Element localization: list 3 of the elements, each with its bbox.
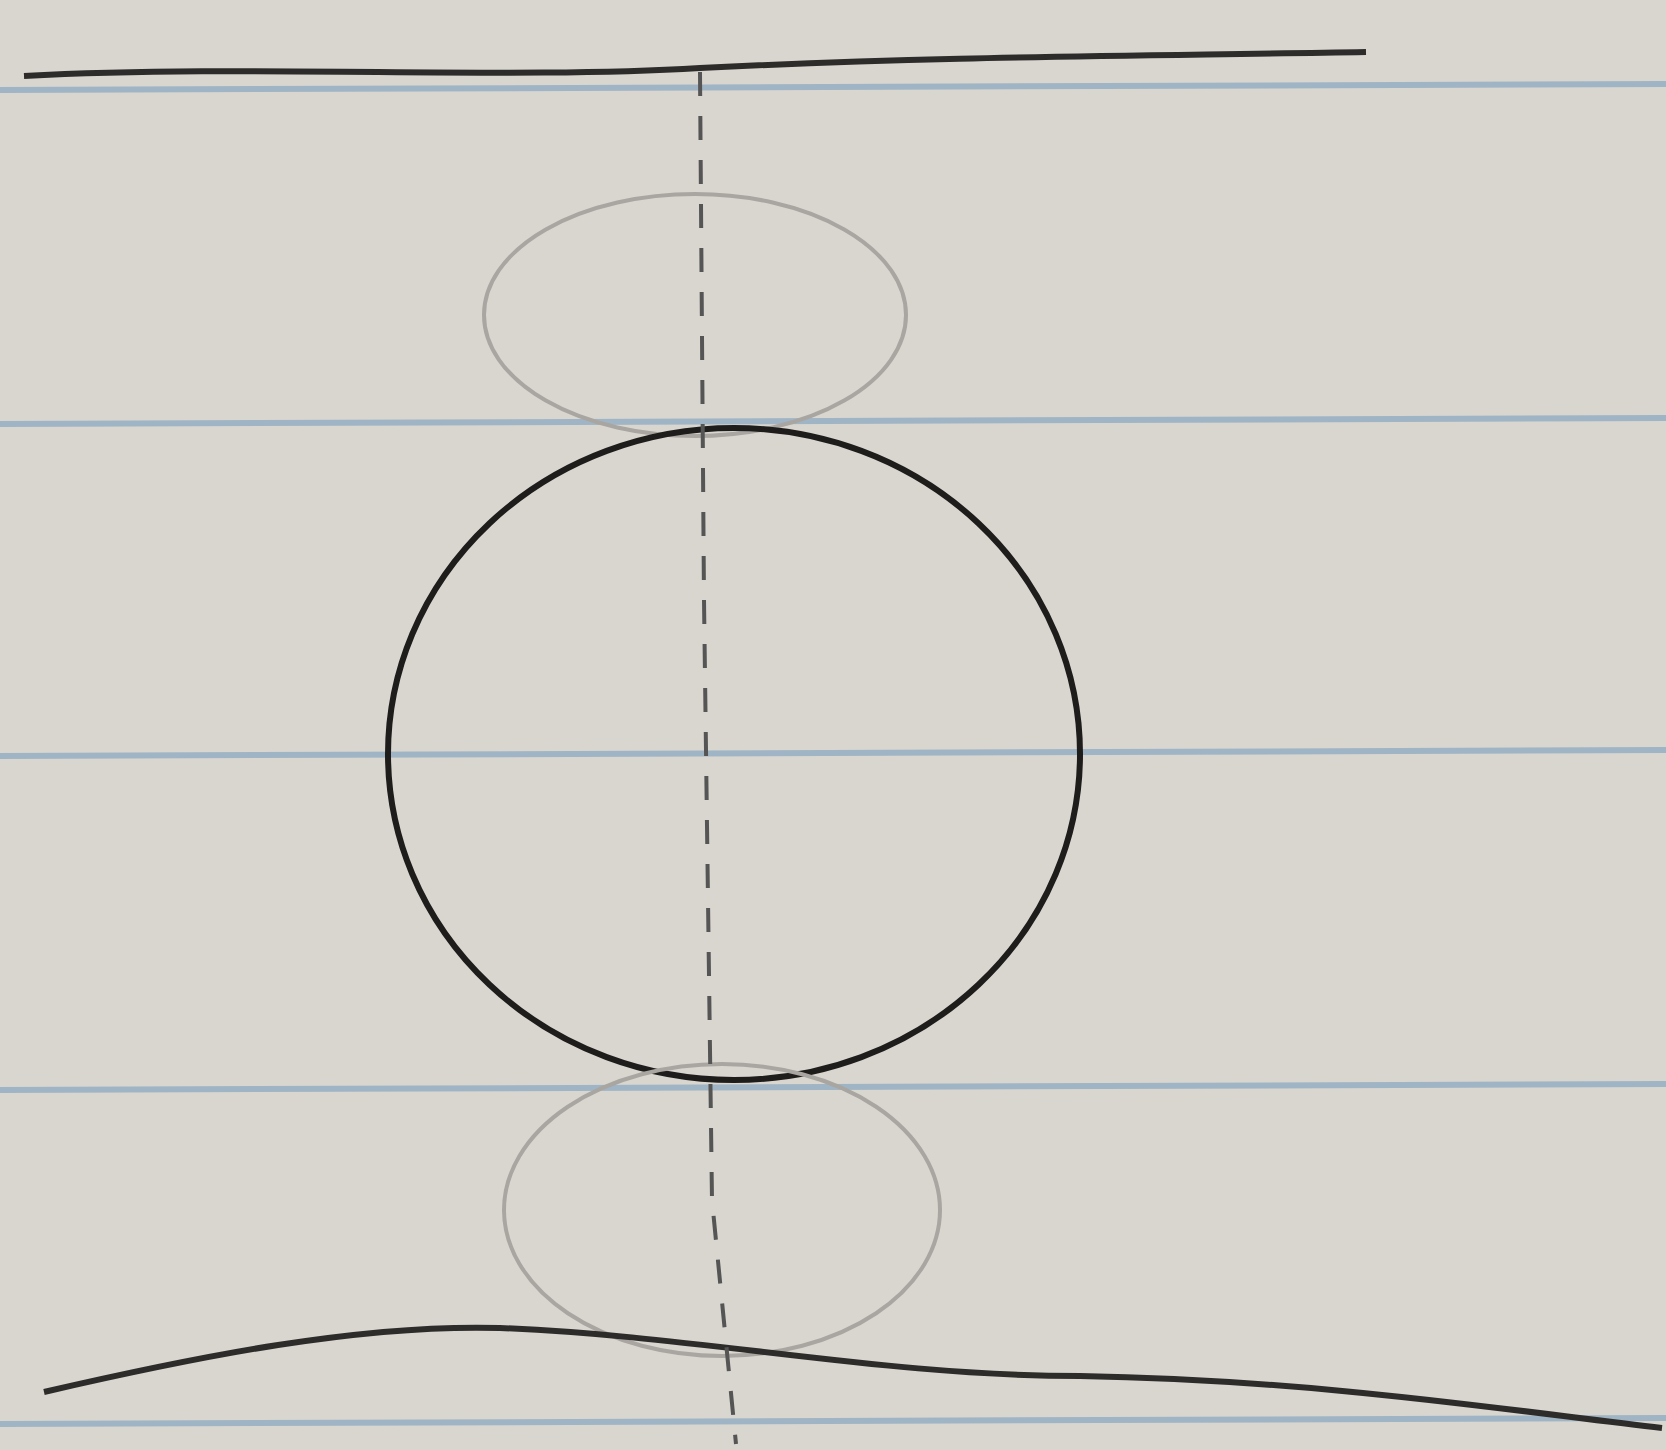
faint-oval	[500, 1060, 944, 1360]
circle	[384, 424, 1084, 1084]
faint-oval	[480, 190, 910, 440]
